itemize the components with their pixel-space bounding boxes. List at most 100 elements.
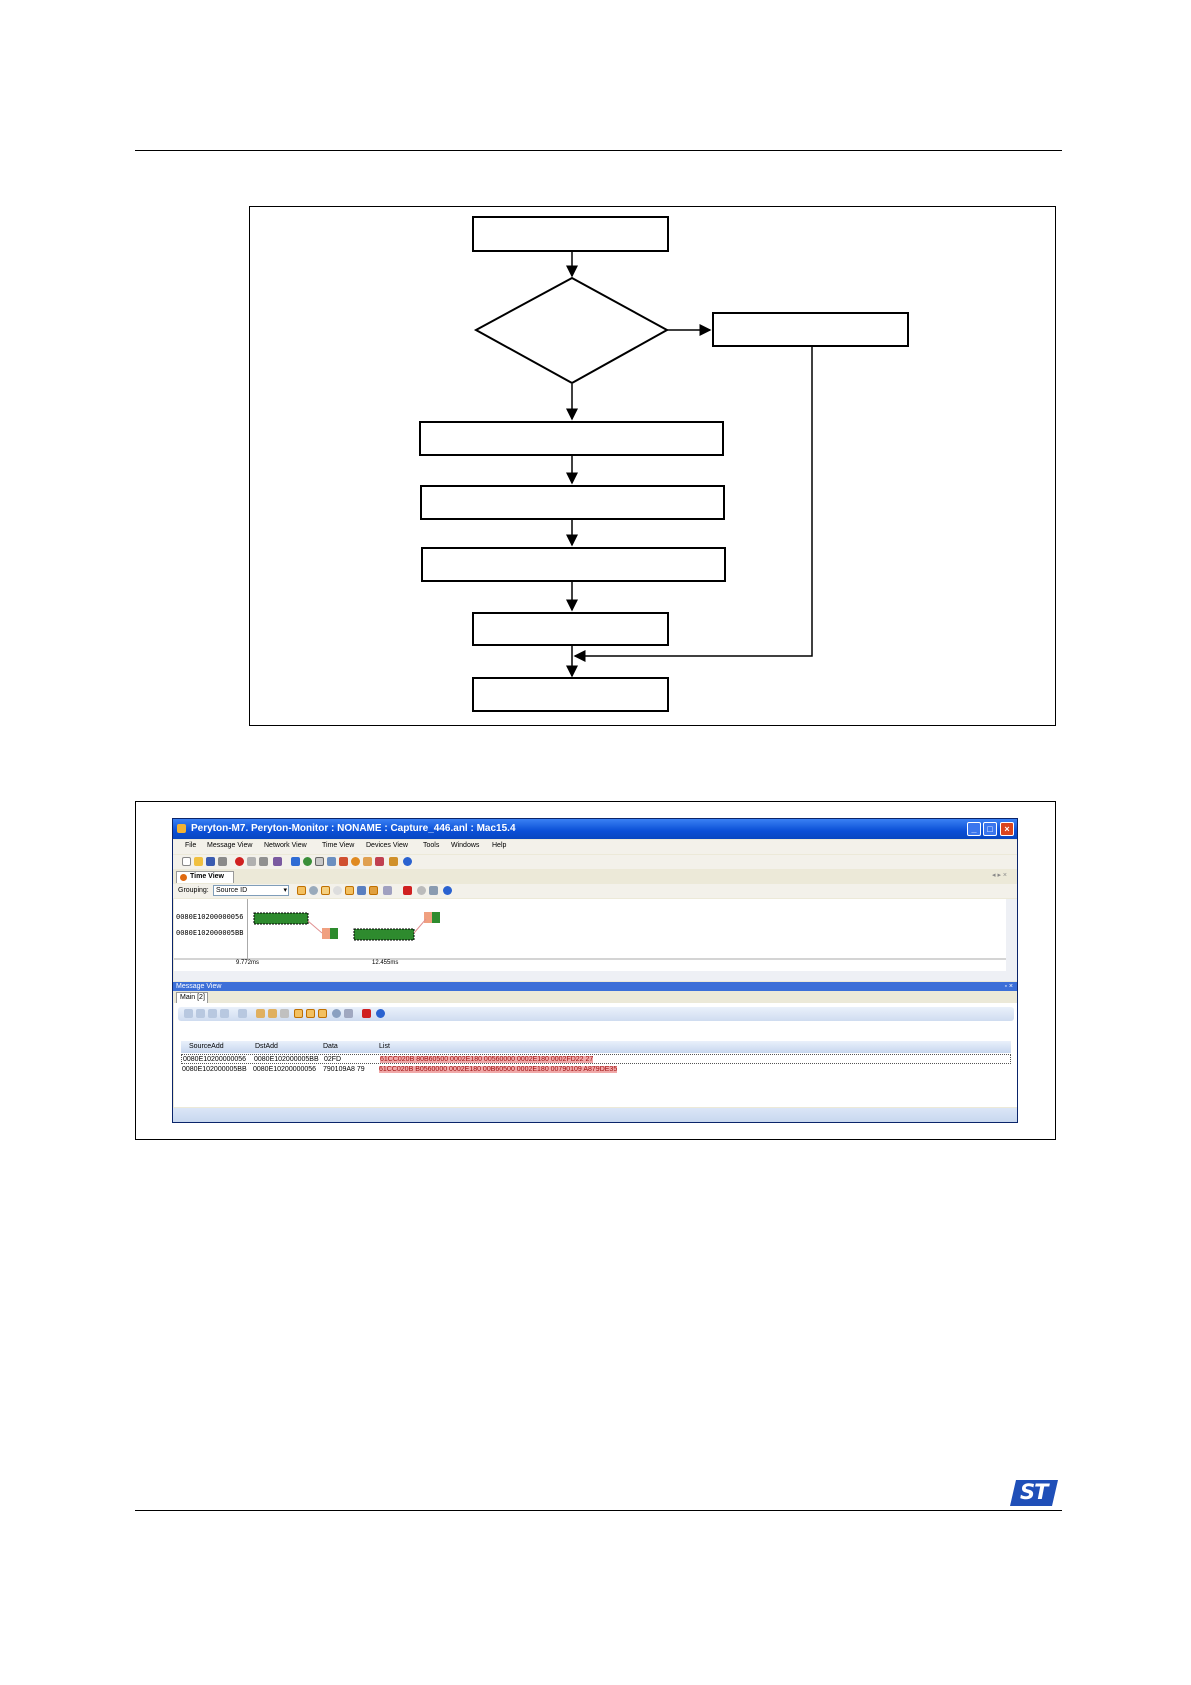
tab-time-view[interactable]: Time View [176, 871, 234, 883]
col-source-add[interactable]: SourceAdd [189, 1043, 224, 1050]
tab-main[interactable]: Main [2] [176, 992, 208, 1003]
menu-help[interactable]: Help [492, 842, 507, 849]
columns-icon[interactable] [318, 1009, 327, 1018]
save-icon[interactable] [208, 1009, 217, 1018]
menu-file[interactable]: File [185, 842, 197, 849]
anchor-icon[interactable] [403, 886, 412, 895]
time-view-toolbar: Grouping: Source ID ▾ [173, 884, 1017, 898]
col-data[interactable]: Data [323, 1043, 338, 1050]
help-icon[interactable] [403, 857, 412, 866]
status-bar [173, 1108, 1017, 1122]
st-logo-text: ST [1020, 1480, 1048, 1504]
table-row[interactable]: 0080E10200000056 0080E102000005BB 02FD 6… [181, 1054, 1011, 1064]
cell-list: 61CC020B 80B60500 0002E180 00560000 0002… [380, 1056, 594, 1063]
prev-icon[interactable] [196, 1009, 205, 1018]
tab-main-label: Main [2] [180, 994, 205, 1001]
share-icon[interactable] [375, 857, 384, 866]
timeline-graph [174, 912, 1006, 960]
target-icon[interactable] [345, 886, 354, 895]
clock-icon [180, 874, 187, 881]
printer-icon[interactable] [429, 886, 438, 895]
time-view-canvas[interactable]: 0080E10200000056 0080E102000005BB 9.772m… [174, 899, 1006, 971]
refresh-icon[interactable] [363, 857, 372, 866]
peryton-monitor-window: Peryton-M7. Peryton-Monitor : NONAME : C… [172, 818, 1018, 1123]
flowchart-frame [249, 206, 1056, 726]
flow-box-step-3 [421, 547, 726, 582]
menu-network-view[interactable]: Network View [264, 842, 307, 849]
cell-data: 790109A8 79 [323, 1066, 365, 1073]
menu-devices-view[interactable]: Devices View [366, 842, 408, 849]
magnifier-icon[interactable] [327, 857, 336, 866]
flow-box-end [472, 677, 669, 712]
pin-close-icons[interactable]: ▫ × [1004, 983, 1013, 990]
pause-icon[interactable] [247, 857, 256, 866]
window-icon[interactable] [315, 857, 324, 866]
menu-tools[interactable]: Tools [423, 842, 440, 849]
print-icon[interactable] [218, 857, 227, 866]
circle-icon[interactable] [333, 886, 342, 895]
up-icon[interactable] [256, 1009, 265, 1018]
search-icon[interactable] [309, 886, 318, 895]
ruler-icon[interactable] [369, 886, 378, 895]
cell-dst: 0080E102000005BB [254, 1056, 319, 1063]
cell-source: 0080E102000005BB [182, 1066, 247, 1073]
ack-block [322, 928, 330, 939]
window-title: Peryton-M7. Peryton-Monitor : NONAME : C… [191, 823, 516, 834]
pen-icon[interactable] [273, 857, 282, 866]
new-file-icon[interactable] [182, 857, 191, 866]
pin-icon[interactable] [383, 886, 392, 895]
ack-block [424, 912, 432, 923]
message-view-toolbar [178, 1007, 1014, 1021]
down-icon[interactable] [268, 1009, 277, 1018]
menu-windows[interactable]: Windows [451, 842, 480, 849]
window-titlebar[interactable]: Peryton-M7. Peryton-Monitor : NONAME : C… [173, 819, 1017, 839]
col-dst-add[interactable]: DstAdd [255, 1043, 278, 1050]
grouping-select[interactable]: Source ID ▾ [213, 885, 289, 896]
hex-icon[interactable] [306, 1009, 315, 1018]
download-icon[interactable] [291, 857, 300, 866]
record-icon[interactable] [235, 857, 244, 866]
paste-icon[interactable] [238, 1009, 247, 1018]
gear-icon[interactable] [417, 886, 426, 895]
globe-icon[interactable] [303, 857, 312, 866]
save-icon[interactable] [206, 857, 215, 866]
frame-icon[interactable] [321, 886, 330, 895]
zoom-fit-icon[interactable] [297, 886, 306, 895]
message-block [353, 928, 415, 941]
message-view-tabstrip: Main [2] [173, 991, 1017, 1003]
maximize-button[interactable]: □ [983, 822, 997, 836]
search-icon[interactable] [332, 1009, 341, 1018]
tab-scroll-arrows[interactable]: ◂ ▸ × [991, 872, 1007, 879]
tab-time-view-label: Time View [190, 873, 224, 880]
chevron-down-icon: ▾ [283, 887, 287, 894]
filter-icon[interactable] [344, 1009, 353, 1018]
anchor-icon[interactable] [362, 1009, 371, 1018]
horizontal-scrollbar[interactable] [174, 971, 1017, 981]
time-tick: 9.772ms [236, 960, 260, 966]
first-icon[interactable] [184, 1009, 193, 1018]
help-icon[interactable] [376, 1009, 385, 1018]
help-icon[interactable] [443, 886, 452, 895]
minimize-button[interactable]: _ [967, 822, 981, 836]
close-button[interactable]: × [1000, 822, 1014, 836]
info-icon[interactable] [357, 886, 366, 895]
vertical-scrollbar[interactable] [1006, 899, 1017, 971]
network-icon[interactable] [389, 857, 398, 866]
copy-icon[interactable] [220, 1009, 229, 1018]
table-row[interactable]: 0080E102000005BB 0080E10200000056 790109… [181, 1065, 1011, 1075]
main-toolbar [173, 855, 1017, 869]
stop-icon[interactable] [259, 857, 268, 866]
decision-diamond [473, 276, 670, 385]
clock-icon[interactable] [351, 857, 360, 866]
menu-time-view[interactable]: Time View [322, 842, 355, 849]
delete-icon[interactable] [280, 1009, 289, 1018]
menu-message-view[interactable]: Message View [207, 842, 253, 849]
open-folder-icon[interactable] [194, 857, 203, 866]
col-list[interactable]: List [379, 1043, 390, 1050]
flow-box-start [472, 216, 669, 252]
flag-icon[interactable] [339, 857, 348, 866]
ack-block [432, 912, 440, 923]
header-rule [135, 150, 1062, 151]
menu-bar: File Message View Network View Time View… [173, 840, 1017, 854]
highlight-icon[interactable] [294, 1009, 303, 1018]
